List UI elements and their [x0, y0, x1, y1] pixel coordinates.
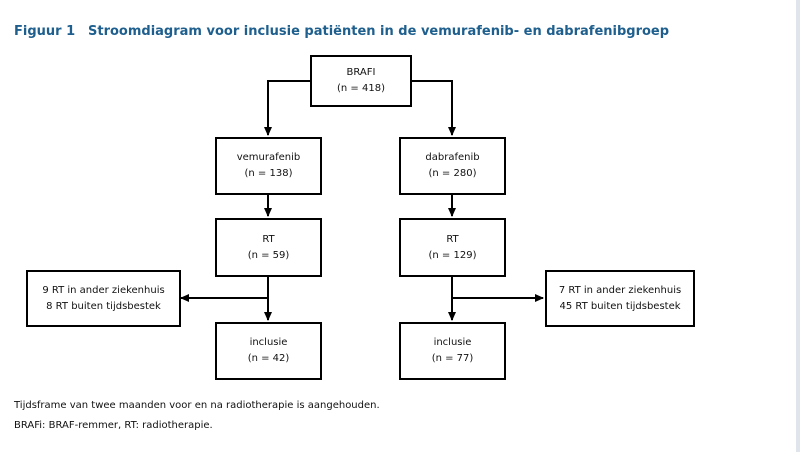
node-rt-vemurafenib-label: RT — [262, 233, 275, 245]
node-brafi: BRAFI (n = 418) — [310, 55, 412, 107]
node-inclusie-dabrafenib-count: (n = 77) — [431, 353, 474, 364]
node-rt-vemurafenib-count: (n = 59) — [247, 249, 290, 261]
figure-heading: Figuur 1 Stroomdiagram voor inclusie pati… — [14, 24, 669, 39]
node-dabrafenib-count: (n = 280) — [428, 168, 477, 179]
figure-number: Figuur 1 — [14, 24, 76, 39]
node-inclusie-dabrafenib-label: inclusie — [433, 337, 472, 348]
node-vemurafenib-count: (n = 138) — [244, 168, 293, 179]
note-abbreviations: BRAFi: BRAF-remmer, RT: radiotherapie. — [14, 420, 213, 431]
node-exclusion-dabrafenib-line1: 7 RT in ander ziekenhuis — [558, 284, 682, 296]
node-dabrafenib: dabrafenib (n = 280) — [399, 137, 506, 195]
figure-title: Stroomdiagram voor inclusie patiënten in… — [88, 24, 670, 39]
node-dabrafenib-label: dabrafenib — [425, 152, 480, 163]
node-rt-dabrafenib-label: RT — [446, 233, 459, 245]
edge-brafi-vemurafenib — [264, 80, 310, 136]
node-inclusie-dabrafenib: inclusie (n = 77) — [399, 322, 506, 380]
node-exclusion-vemurafenib-line1: 9 RT in ander ziekenhuis — [42, 284, 165, 296]
note-timeframe: Tijdsframe van twee maanden voor en na r… — [14, 400, 380, 411]
node-vemurafenib-label: vemurafenib — [236, 152, 301, 163]
node-exclusion-vemurafenib: 9 RT in ander ziekenhuis 8 RT buiten tij… — [26, 270, 181, 327]
node-rt-dabrafenib-count: (n = 129) — [428, 249, 477, 261]
node-rt-vemurafenib: RT (n = 59) — [215, 218, 322, 277]
node-exclusion-dabrafenib: 7 RT in ander ziekenhuis 45 RT buiten ti… — [545, 270, 695, 327]
node-vemurafenib: vemurafenib (n = 138) — [215, 137, 322, 195]
node-exclusion-vemurafenib-line2: 8 RT buiten tijdsbestek — [46, 300, 161, 312]
node-inclusie-vemurafenib-label: inclusie — [249, 337, 288, 348]
node-brafi-label: BRAFI — [346, 67, 376, 78]
node-exclusion-dabrafenib-line2: 45 RT buiten tijdsbestek — [559, 300, 681, 312]
node-rt-dabrafenib: RT (n = 129) — [399, 218, 506, 277]
edge-brafi-dabrafenib — [412, 80, 456, 136]
node-inclusie-vemurafenib-count: (n = 42) — [247, 353, 290, 364]
node-brafi-count: (n = 418) — [337, 83, 385, 94]
node-inclusie-vemurafenib: inclusie (n = 42) — [215, 322, 322, 380]
